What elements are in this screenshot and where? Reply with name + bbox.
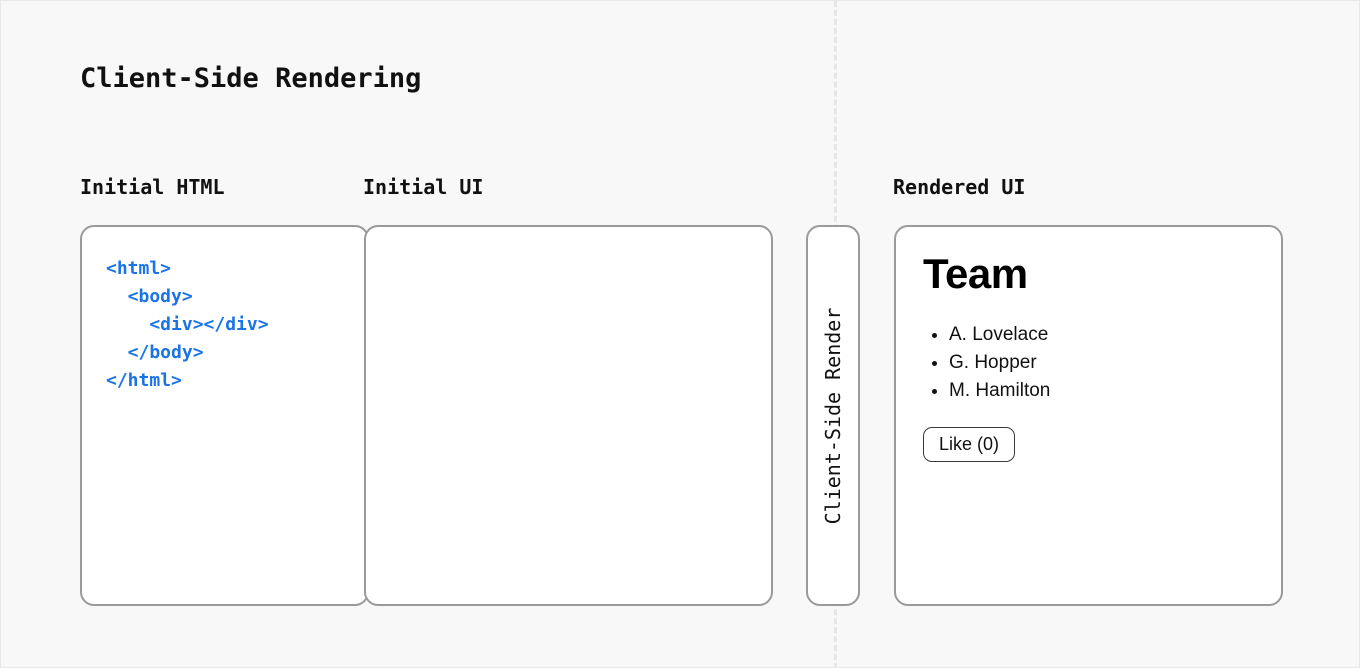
rendered-ui-panel: Team A. Lovelace G. Hopper M. Hamilton L… <box>894 225 1283 606</box>
page-title: Client-Side Rendering <box>80 63 422 94</box>
column-label-initial-html: Initial HTML <box>80 175 225 199</box>
client-side-render-label: Client-Side Render <box>821 307 845 524</box>
list-item: M. Hamilton <box>949 377 1263 405</box>
like-button[interactable]: Like (0) <box>923 427 1016 463</box>
column-label-rendered-ui: Rendered UI <box>893 175 1026 199</box>
column-label-initial-ui: Initial UI <box>363 175 484 199</box>
team-list: A. Lovelace G. Hopper M. Hamilton <box>923 321 1263 405</box>
rendered-ui-content: Team A. Lovelace G. Hopper M. Hamilton L… <box>923 250 1263 463</box>
initial-ui-panel <box>364 225 773 606</box>
team-heading: Team <box>923 250 1028 297</box>
initial-html-panel: <html> <body> <div></div> </body> </html… <box>80 225 369 606</box>
html-code-block: <html> <body> <div></div> </body> </html… <box>106 258 269 391</box>
list-item: A. Lovelace <box>949 321 1263 349</box>
list-item: G. Hopper <box>949 349 1263 377</box>
client-side-render-strip: Client-Side Render <box>806 225 860 606</box>
